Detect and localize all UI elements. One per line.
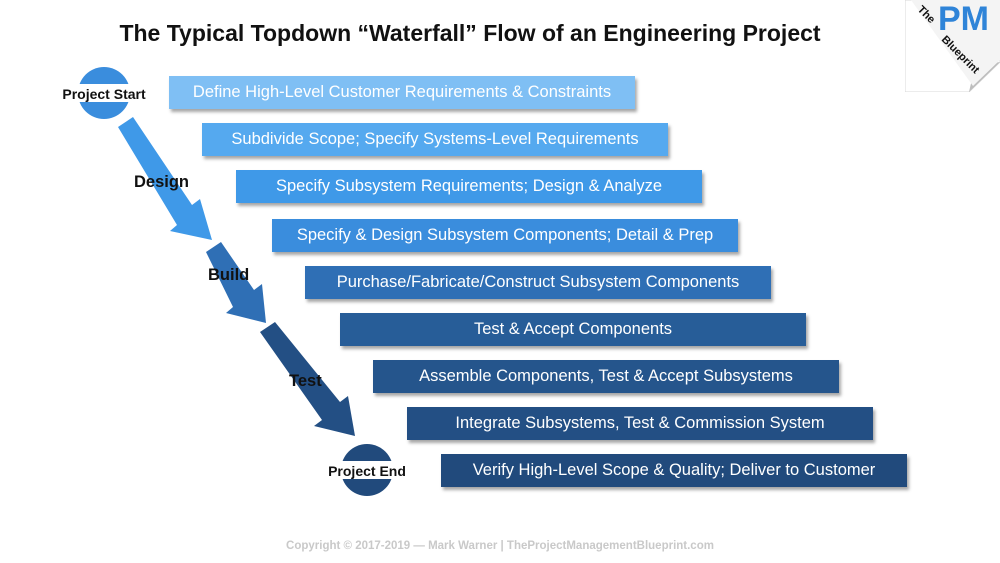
- step-box: Assemble Components, Test & Accept Subsy…: [373, 360, 839, 393]
- build-arrow: [206, 242, 266, 323]
- project-end-circle: [333, 444, 401, 496]
- project-start-circle: [70, 67, 138, 119]
- step-box: Define High-Level Customer Requirements …: [169, 76, 635, 109]
- pm-blueprint-logo: PM The Blueprint: [905, 0, 1000, 92]
- page-title: The Typical Topdown “Waterfall” Flow of …: [119, 20, 821, 46]
- step-box: Verify High-Level Scope & Quality; Deliv…: [441, 454, 907, 487]
- phase-test-label: Test: [289, 372, 322, 390]
- test-arrow: [260, 322, 355, 436]
- step-box: Integrate Subsystems, Test & Commission …: [407, 407, 873, 440]
- step-box: Subdivide Scope; Specify Systems-Level R…: [202, 123, 668, 156]
- design-arrow: [118, 117, 212, 240]
- copyright-text: Copyright © 2017-2019 — Mark Warner | Th…: [286, 540, 714, 552]
- step-box: Specify Subsystem Requirements; Design &…: [236, 170, 702, 203]
- step-box: Test & Accept Components: [340, 313, 806, 346]
- step-box: Purchase/Fabricate/Construct Subsystem C…: [305, 266, 771, 299]
- project-start-label: Project Start: [62, 86, 146, 102]
- step-box: Specify & Design Subsystem Components; D…: [272, 219, 738, 252]
- phase-design-label: Design: [134, 173, 190, 191]
- phase-build-label: Build: [208, 266, 250, 284]
- project-end-label: Project End: [328, 463, 406, 479]
- badge-pm-text: PM: [938, 0, 989, 38]
